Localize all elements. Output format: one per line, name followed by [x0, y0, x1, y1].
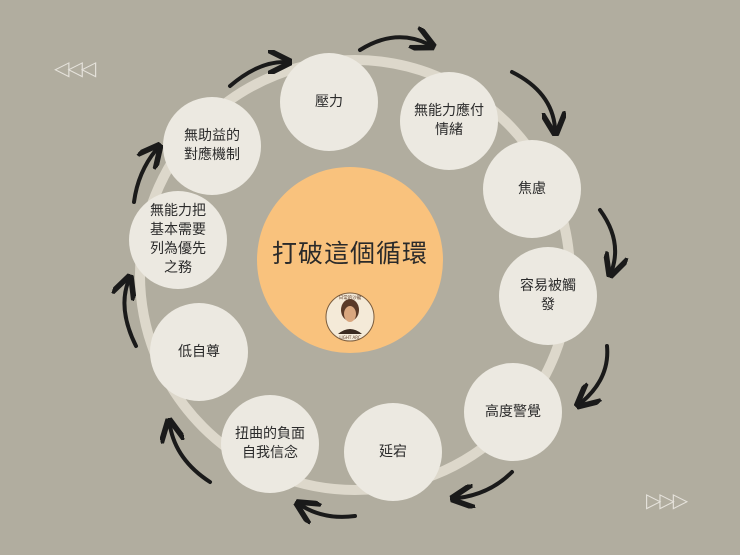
arrow-9 [132, 150, 156, 204]
logo-text-bottom: LIGHT ARC [339, 335, 361, 340]
arrow-7 [170, 426, 212, 484]
cycle-arrows [124, 37, 615, 517]
node-circle-10 [163, 97, 261, 195]
left-arrows-decoration: ◁◁◁ [54, 56, 96, 80]
logo: 日常的沙龍 LIGHT ARC [325, 292, 375, 342]
arrow-3 [598, 208, 615, 270]
node-circle-6 [344, 403, 442, 501]
node-circle-9 [129, 191, 227, 289]
node-circle-3 [483, 140, 581, 238]
arrow-4 [582, 344, 610, 402]
right-arrows-decoration: ▷▷▷ [646, 488, 688, 512]
node-circle-4 [499, 247, 597, 345]
node-circle-7 [221, 395, 319, 493]
center-title: 打破這個循環 [271, 239, 428, 268]
arrow-10 [228, 62, 284, 88]
node-circle-1 [280, 53, 378, 151]
node-circle-2 [400, 72, 498, 170]
center-circle [257, 167, 443, 353]
arrow-2 [510, 70, 555, 128]
arrow-1 [358, 37, 428, 52]
node-circle-5 [464, 363, 562, 461]
arrow-6 [302, 506, 357, 517]
arrow-5 [458, 470, 514, 498]
logo-text-top: 日常的沙龍 [339, 294, 362, 301]
node-circle-8 [150, 303, 248, 401]
arrow-8 [124, 282, 138, 348]
